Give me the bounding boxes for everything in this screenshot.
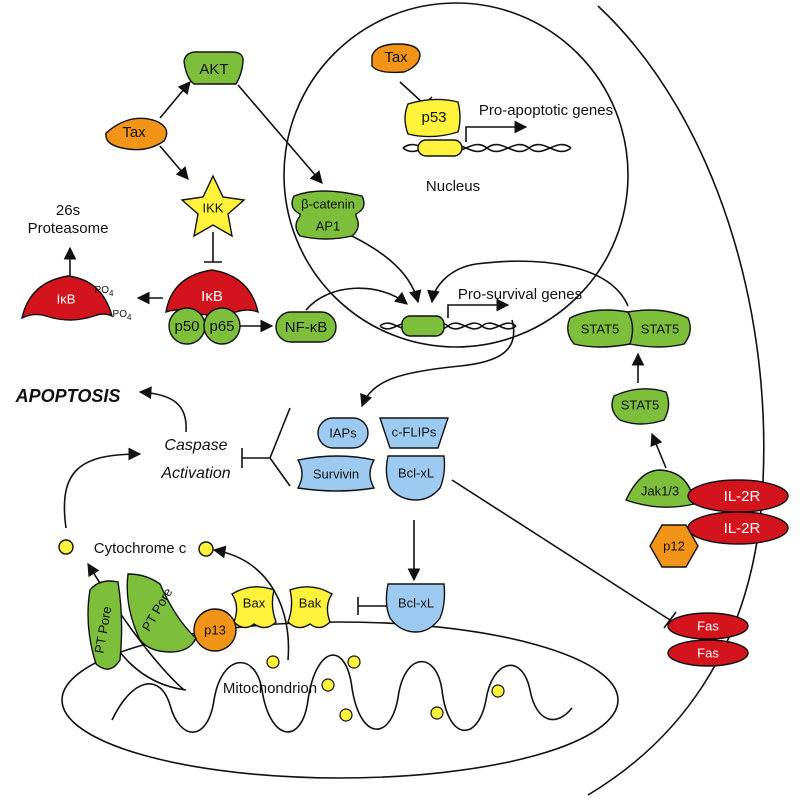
- svg-text:STAT5: STAT5: [581, 321, 620, 336]
- svg-text:IκB: IκB: [201, 288, 223, 305]
- cytochrome-to-caspase-arrow: [63, 447, 142, 529]
- svg-text:p13: p13: [204, 622, 226, 637]
- tax-to-ikk-arrow: [159, 145, 189, 180]
- bak-node: Bak: [287, 586, 333, 629]
- stat5-node: STAT5: [611, 388, 670, 425]
- svg-text:IL-2R: IL-2R: [724, 520, 761, 537]
- p13-node: p13: [193, 608, 237, 652]
- po4-bottom: PO4: [113, 309, 132, 322]
- iaps-node: IAPs: [317, 417, 369, 449]
- dna-helix-survival: [379, 322, 517, 330]
- svg-text:STAT5: STAT5: [641, 321, 680, 336]
- svg-text:Fas: Fas: [697, 618, 719, 633]
- caspase-to-apoptosis-arrow: [138, 386, 187, 433]
- svg-text:c-FLIPs: c-FLIPs: [392, 424, 437, 439]
- ikk-node: IKK: [180, 174, 246, 238]
- proteasome-label-2: Proteasome: [28, 220, 109, 237]
- svg-text:Survivin: Survivin: [313, 466, 359, 481]
- svg-text:AP1: AP1: [316, 218, 341, 233]
- cytochrome-label: Cytochrome c: [94, 540, 187, 557]
- tax-nucleus-node: Tax: [371, 43, 421, 74]
- pro-survival-label: Pro-survival genes: [458, 286, 582, 303]
- cytochrome-dot-left: [58, 539, 74, 555]
- nucleus-label: Nucleus: [426, 178, 480, 195]
- protein-group-bracket: [269, 407, 291, 487]
- svg-text:β-catenin: β-catenin: [301, 196, 355, 211]
- pro-survival-arrow: [447, 298, 510, 318]
- svg-text:p12: p12: [663, 538, 685, 553]
- mitochondrion-cristae: [111, 654, 573, 733]
- il2r-top-node: IL-2R: [687, 479, 789, 513]
- mitochondrion-outer: [61, 621, 619, 779]
- pore-to-cytochrome-arrow: [87, 562, 185, 691]
- svg-text:p50: p50: [174, 318, 199, 335]
- pt-pore-right-node: PT Pore: [126, 573, 197, 653]
- jak-to-stat5-arrow: [650, 432, 667, 469]
- bclxl-lower-node: Bcl-xL: [385, 583, 446, 633]
- p65-node: p65: [203, 307, 241, 345]
- akt-to-bcatenin-arrow: [237, 84, 323, 184]
- svg-text:IL-2R: IL-2R: [724, 488, 761, 505]
- caspase-label-1: Caspase: [164, 437, 227, 454]
- po4-top: PO4: [95, 285, 114, 298]
- svg-text:Jak1/3: Jak1/3: [641, 483, 679, 498]
- svg-text:IKK: IKK: [203, 200, 224, 215]
- bclxl-node: Bcl-xL: [385, 455, 446, 501]
- bcatenin-ap1-node: β-catenin AP1: [291, 190, 365, 240]
- proteasome-label-1: 26s: [56, 202, 80, 219]
- fas-top-node: Fas: [667, 612, 749, 640]
- survivin-node: Survivin: [296, 455, 376, 492]
- fas-bottom-node: Fas: [667, 639, 749, 667]
- cytochrome-dots-mito: [266, 655, 505, 722]
- ikb-phosphorylated-node: IκB PO4 PO4: [20, 275, 132, 322]
- inhibit-bar-fas: [663, 611, 677, 629]
- bclxl-inhibits-fas: [451, 479, 671, 621]
- nfkb-to-genes-arrow: [305, 287, 408, 311]
- tax-node: Tax: [105, 117, 168, 151]
- cytochrome-dot-right: [198, 541, 214, 557]
- pro-apoptotic-label: Pro-apoptotic genes: [479, 102, 613, 119]
- svg-text:Bak: Bak: [299, 595, 322, 610]
- p50-node: p50: [168, 307, 206, 345]
- svg-text:Tax: Tax: [122, 124, 146, 141]
- il2r-bottom-node: IL-2R: [687, 511, 789, 545]
- ikb-node: IκB: [165, 269, 259, 316]
- svg-text:p65: p65: [209, 318, 234, 335]
- akt-node: AKT: [183, 51, 244, 85]
- bcatenin-to-genes-arrow: [334, 227, 422, 304]
- apoptosis-label: APOPTOSIS: [15, 386, 121, 406]
- nucleus-envelope: [283, 2, 629, 348]
- survival-promoter: [401, 315, 445, 337]
- pt-pore-left-node: PT Pore: [87, 580, 123, 670]
- svg-text:AKT: AKT: [199, 61, 228, 78]
- stat5-to-genes-arrow: [427, 260, 629, 307]
- svg-text:NF-κB: NF-κB: [285, 319, 328, 336]
- svg-text:IκB: IκB: [57, 291, 76, 306]
- bax-node: Bax: [231, 586, 277, 629]
- svg-text:Bax: Bax: [243, 595, 266, 610]
- p12-node: p12: [649, 524, 699, 568]
- jak-node: Jak1/3: [625, 469, 695, 508]
- svg-text:Bcl-xL: Bcl-xL: [398, 465, 434, 480]
- pro-apoptotic-arrow: [465, 120, 528, 142]
- svg-text:p53: p53: [421, 109, 446, 126]
- svg-text:IAPs: IAPs: [329, 425, 357, 440]
- cell-membrane: [587, 5, 765, 796]
- genes-to-proteins-arrow: [360, 319, 515, 408]
- cflips-node: c-FLIPs: [379, 417, 449, 449]
- stat5-dimer-node: STAT5 STAT5: [567, 309, 691, 348]
- caspase-label-2: Activation: [160, 465, 230, 482]
- svg-text:STAT5: STAT5: [621, 397, 660, 412]
- tax-to-akt-arrow: [159, 81, 191, 119]
- svg-text:Fas: Fas: [697, 645, 719, 660]
- mitochondrion-label: Mitochondrion: [223, 680, 317, 697]
- svg-text:Tax: Tax: [384, 49, 408, 66]
- svg-text:Bcl-xL: Bcl-xL: [398, 595, 434, 610]
- p53-node: p53: [404, 98, 463, 157]
- nfkb-node: NF-κB: [275, 311, 337, 343]
